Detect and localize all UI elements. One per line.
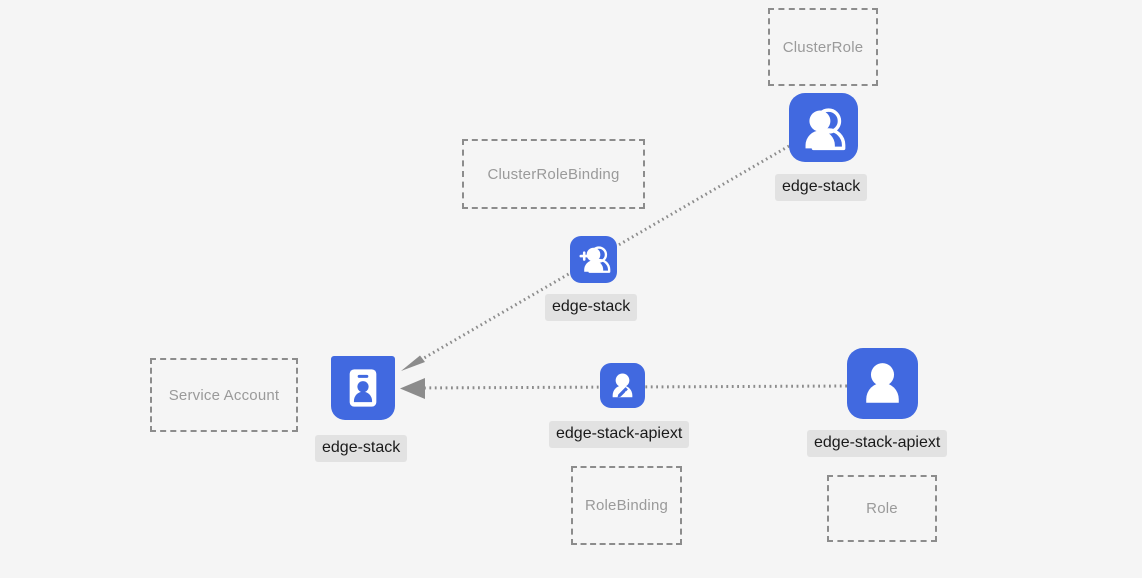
node-serviceaccount[interactable]: edge-stack <box>315 356 408 462</box>
id-badge-icon[interactable] <box>331 356 395 420</box>
node-label-chip: edge-stack-apiext <box>549 421 690 448</box>
edge-arrowhead <box>401 355 425 371</box>
node-label-chip: edge-stack-apiext <box>807 430 948 457</box>
type-box-label: ClusterRole <box>782 38 864 56</box>
node-clusterrole[interactable]: edge-stack <box>775 93 868 201</box>
type-box-clusterrole: ClusterRole <box>768 8 878 86</box>
type-box-label: Role <box>866 500 898 517</box>
node-label-chip: edge-stack <box>545 294 638 321</box>
type-box-role: Role <box>827 475 937 542</box>
type-box-rolebinding: RoleBinding <box>571 466 682 545</box>
type-box-label: ClusterRoleBinding <box>487 165 620 183</box>
node-role[interactable]: edge-stack-apiext <box>807 348 948 457</box>
person-add-icon[interactable] <box>570 236 617 283</box>
type-box-label: Service Account <box>168 386 280 404</box>
person-edit-icon[interactable] <box>600 363 645 408</box>
type-box-serviceaccount: Service Account <box>150 358 298 432</box>
node-rolebinding[interactable]: edge-stack-apiext <box>549 363 690 448</box>
node-label-chip: edge-stack <box>315 435 408 462</box>
group-people-icon[interactable] <box>789 93 858 162</box>
type-box-label: RoleBinding <box>584 497 669 514</box>
node-clusterrolebinding[interactable]: edge-stack <box>545 236 638 321</box>
person-icon[interactable] <box>847 348 918 419</box>
node-label-chip: edge-stack <box>775 174 868 201</box>
edge-arrowhead <box>400 378 425 399</box>
type-box-clusterrolebinding: ClusterRoleBinding <box>462 139 645 209</box>
